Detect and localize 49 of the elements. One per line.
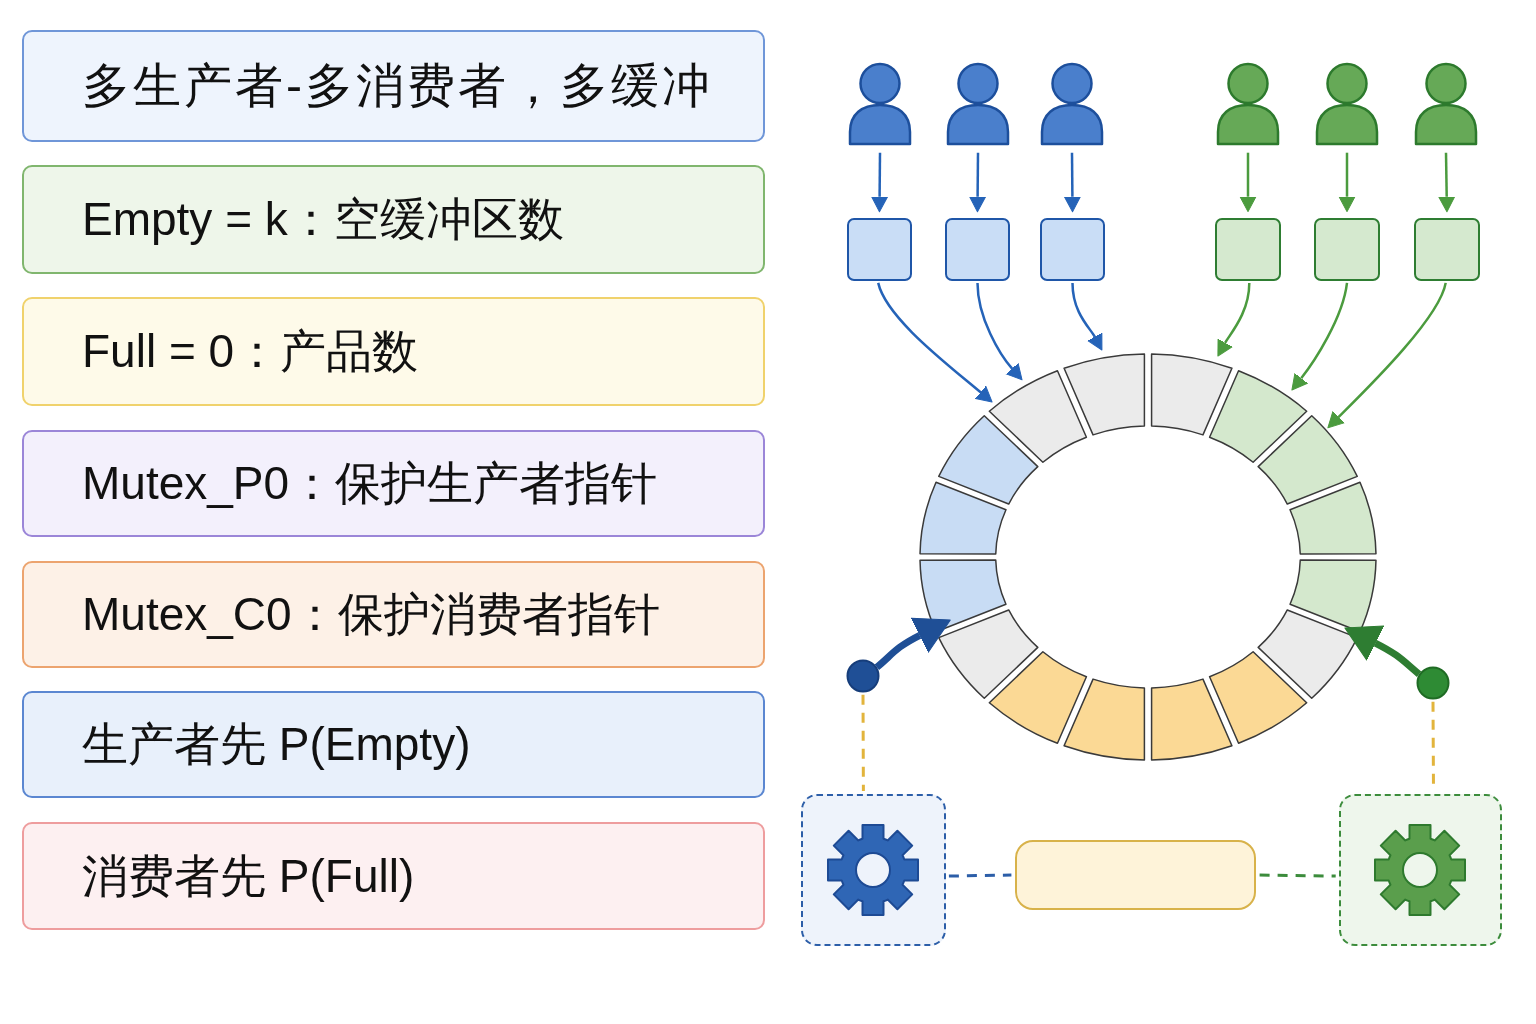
buffer-square bbox=[945, 218, 1010, 281]
arrow bbox=[976, 282, 1023, 381]
buffer-square bbox=[1414, 218, 1480, 281]
dashed-line bbox=[861, 694, 865, 791]
arrow bbox=[1216, 282, 1251, 357]
arrow bbox=[1344, 625, 1422, 677]
note-text: Mutex_P0：保护生产者指针 bbox=[82, 457, 658, 510]
dashed-panel bbox=[1339, 794, 1502, 946]
note-box bbox=[22, 30, 765, 142]
note-text: Empty = k：空缓冲区数 bbox=[82, 193, 564, 246]
buffer-square bbox=[1040, 218, 1105, 281]
dashed-line bbox=[948, 873, 1012, 878]
dashed-line bbox=[1259, 873, 1336, 878]
arrow bbox=[1063, 152, 1081, 213]
arrow bbox=[874, 617, 951, 670]
pointer-dot bbox=[1416, 666, 1450, 700]
ring-buffer bbox=[918, 352, 1378, 762]
person-icon bbox=[1414, 62, 1478, 146]
person-icon bbox=[1040, 62, 1104, 146]
person-icon bbox=[1216, 62, 1280, 146]
person-icon bbox=[848, 62, 912, 146]
note-text: 多生产者-多消费者，多缓冲 bbox=[82, 58, 713, 114]
arrow bbox=[871, 152, 889, 213]
note-box bbox=[22, 430, 765, 537]
buffer-square bbox=[1215, 218, 1281, 281]
person-icon bbox=[1315, 62, 1379, 146]
buffer-square bbox=[1314, 218, 1380, 281]
note-box bbox=[22, 822, 765, 930]
arrow bbox=[1239, 152, 1257, 213]
arrow bbox=[969, 152, 987, 213]
arrow bbox=[877, 282, 993, 403]
person-icon bbox=[946, 62, 1010, 146]
dashed-panel bbox=[801, 794, 946, 946]
arrow bbox=[1438, 152, 1456, 213]
buffer-square bbox=[847, 218, 912, 281]
note-text: 生产者先 P(Empty) bbox=[82, 718, 471, 771]
note-box bbox=[22, 561, 765, 668]
note-text: Mutex_C0：保护消费者指针 bbox=[82, 588, 660, 641]
note-box bbox=[22, 691, 765, 798]
note-box bbox=[22, 165, 765, 274]
pointer-dot bbox=[846, 659, 880, 693]
arrow bbox=[1327, 282, 1447, 429]
note-box bbox=[22, 297, 765, 406]
arrow bbox=[1071, 282, 1104, 351]
arrow bbox=[1291, 282, 1349, 391]
arrow bbox=[1338, 152, 1356, 213]
rounded-bar bbox=[1015, 840, 1256, 910]
note-text: Full = 0：产品数 bbox=[82, 325, 419, 378]
note-text: 消费者先 P(Full) bbox=[82, 849, 415, 903]
